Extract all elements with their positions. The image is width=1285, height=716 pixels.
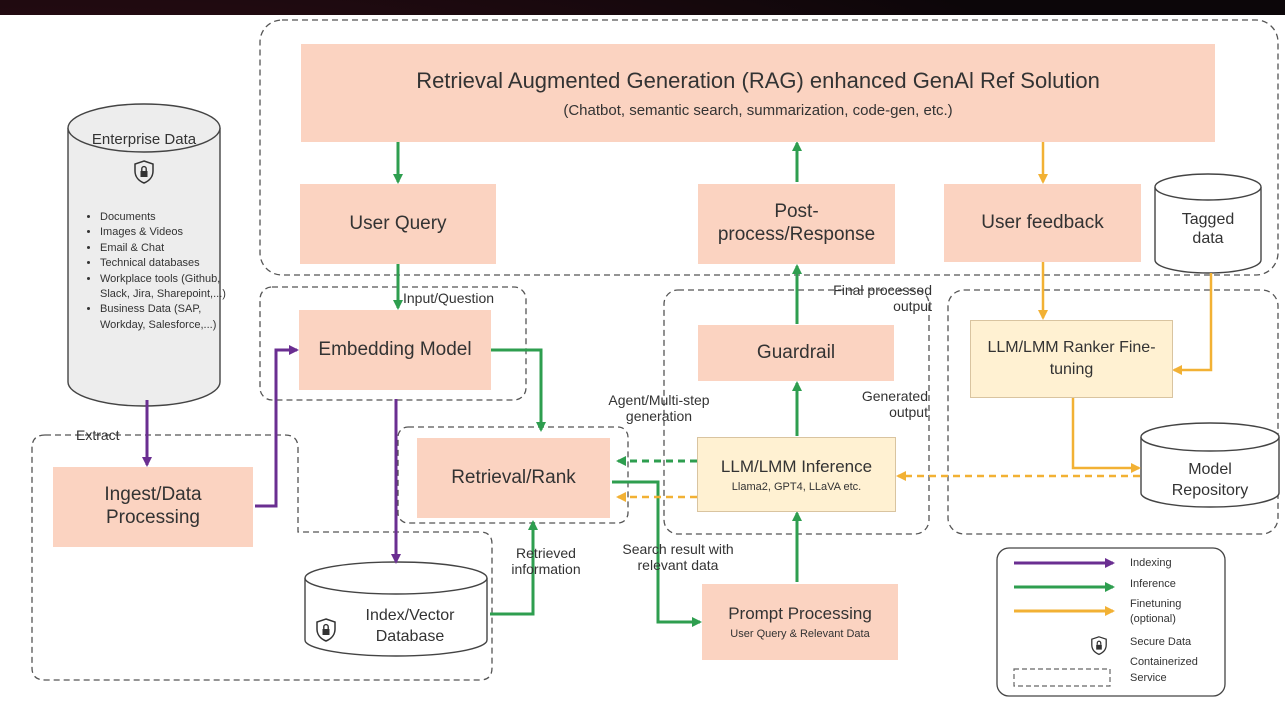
rag-solution-box: Retrieval Augmented Generation (RAG) enh… <box>301 44 1215 142</box>
ingest-container <box>31 434 493 681</box>
legend-shield-icon <box>1091 636 1107 656</box>
llm-inference-label: LLM/LMM Inference <box>720 456 873 476</box>
embedding-model-label: Embedding Model <box>318 338 472 360</box>
enterprise-data-item: Workplace tools (Github, Slack, Jira, Sh… <box>100 272 230 303</box>
prompt-processing-sublabel: User Query & Relevant Data <box>730 628 870 640</box>
db-to-retrieval-arrow <box>490 520 538 616</box>
user-query-box: User Query <box>300 184 496 264</box>
enterprise-data-title: Enterprise Data <box>91 131 197 148</box>
enterprise-data-item: Technical databases <box>100 256 230 271</box>
enterprise-data-cylinder <box>67 128 221 407</box>
user-query-label: User Query <box>349 212 447 234</box>
post-process-label: Post- process/Response <box>717 201 876 245</box>
legend-indexing-label: Indexing <box>1130 557 1172 569</box>
vector-db-label: Index/Vector Database <box>365 607 455 645</box>
embedding-model-box: Embedding Model <box>299 310 491 390</box>
shield-icon <box>316 618 336 642</box>
agent-multistep-label: Agent/Multi-step generation <box>608 392 710 425</box>
enterprise-data-list: DocumentsImages & VideosEmail & ChatTech… <box>86 210 230 333</box>
enterprise-data-item: Email & Chat <box>100 241 230 256</box>
tagged-data-label: Tagged data <box>1181 211 1235 248</box>
prompt-processing-box: Prompt Processing User Query & Relevant … <box>702 584 898 660</box>
search-result-label: Search result with relevant data <box>622 541 734 574</box>
legend-containerized-label: Containerized Service <box>1130 656 1198 684</box>
vector-db-cylinder <box>304 578 488 657</box>
enterprise-data-item: Business Data (SAP, Workday, Salesforce,… <box>100 302 230 333</box>
user-feedback-box: User feedback <box>944 184 1141 262</box>
ranker-finetuning-label: LLM/LMM Ranker Fine- tuning <box>987 339 1156 378</box>
retrieval-rank-label: Retrieval/Rank <box>451 466 576 488</box>
top-container <box>259 19 1279 276</box>
retrieval-container <box>397 426 629 524</box>
retrieval-rank-box: Retrieval/Rank <box>417 438 610 518</box>
enterprise-data-item: Documents <box>100 210 230 225</box>
enterprise-data-item: Images & Videos <box>100 225 230 240</box>
shield-icon <box>134 160 154 184</box>
ingest-label: Ingest/Data Processing <box>104 484 202 528</box>
legend <box>996 547 1226 697</box>
retrieval-to-prompt-arrow <box>612 480 702 627</box>
final-processed-output-label: Final processed output <box>833 282 932 315</box>
extract-label: Extract <box>76 427 120 443</box>
llm-inference-sublabel: Llama2, GPT4, LLaVA etc. <box>731 480 862 493</box>
ingest-box: Ingest/Data Processing <box>53 467 253 547</box>
legend-finetuning-label: Finetuning (optional) <box>1130 598 1182 626</box>
input-question-label: Input/Question <box>403 290 495 306</box>
tagged-to-ranker-arrow <box>1172 273 1213 375</box>
legend-dashed-box <box>1013 668 1111 687</box>
user-feedback-label: User feedback <box>981 211 1104 233</box>
legend-inference-label: Inference <box>1130 578 1176 590</box>
embedding-container <box>259 286 527 401</box>
retrieved-information-label: Retrieved information <box>511 545 581 578</box>
guardrail-box: Guardrail <box>698 325 894 381</box>
prompt-processing-label: Prompt Processing <box>728 604 872 623</box>
llm-inference-box: LLM/LMM Inference Llama2, GPT4, LLaVA et… <box>697 437 896 512</box>
model-repository-label: Model Repository <box>1171 461 1249 499</box>
tagged-data-cylinder <box>1154 187 1262 274</box>
ranker-to-repo-arrow <box>1071 398 1141 473</box>
page-subtitle: (Chatbot, semantic search, summarization… <box>563 101 953 119</box>
post-process-box: Post- process/Response <box>698 184 895 264</box>
generated-output-label: Generated output <box>861 388 928 421</box>
model-repository-cylinder <box>1140 437 1280 508</box>
ingest-to-embedding-arrow <box>255 345 299 508</box>
ranker-finetuning-box: LLM/LMM Ranker Fine- tuning <box>970 320 1173 398</box>
legend-secure-data-label: Secure Data <box>1130 636 1192 648</box>
guardrail-label: Guardrail <box>756 341 836 363</box>
page-title: Retrieval Augmented Generation (RAG) enh… <box>416 67 1100 93</box>
embedding-to-retrieval-arrow <box>491 348 546 432</box>
